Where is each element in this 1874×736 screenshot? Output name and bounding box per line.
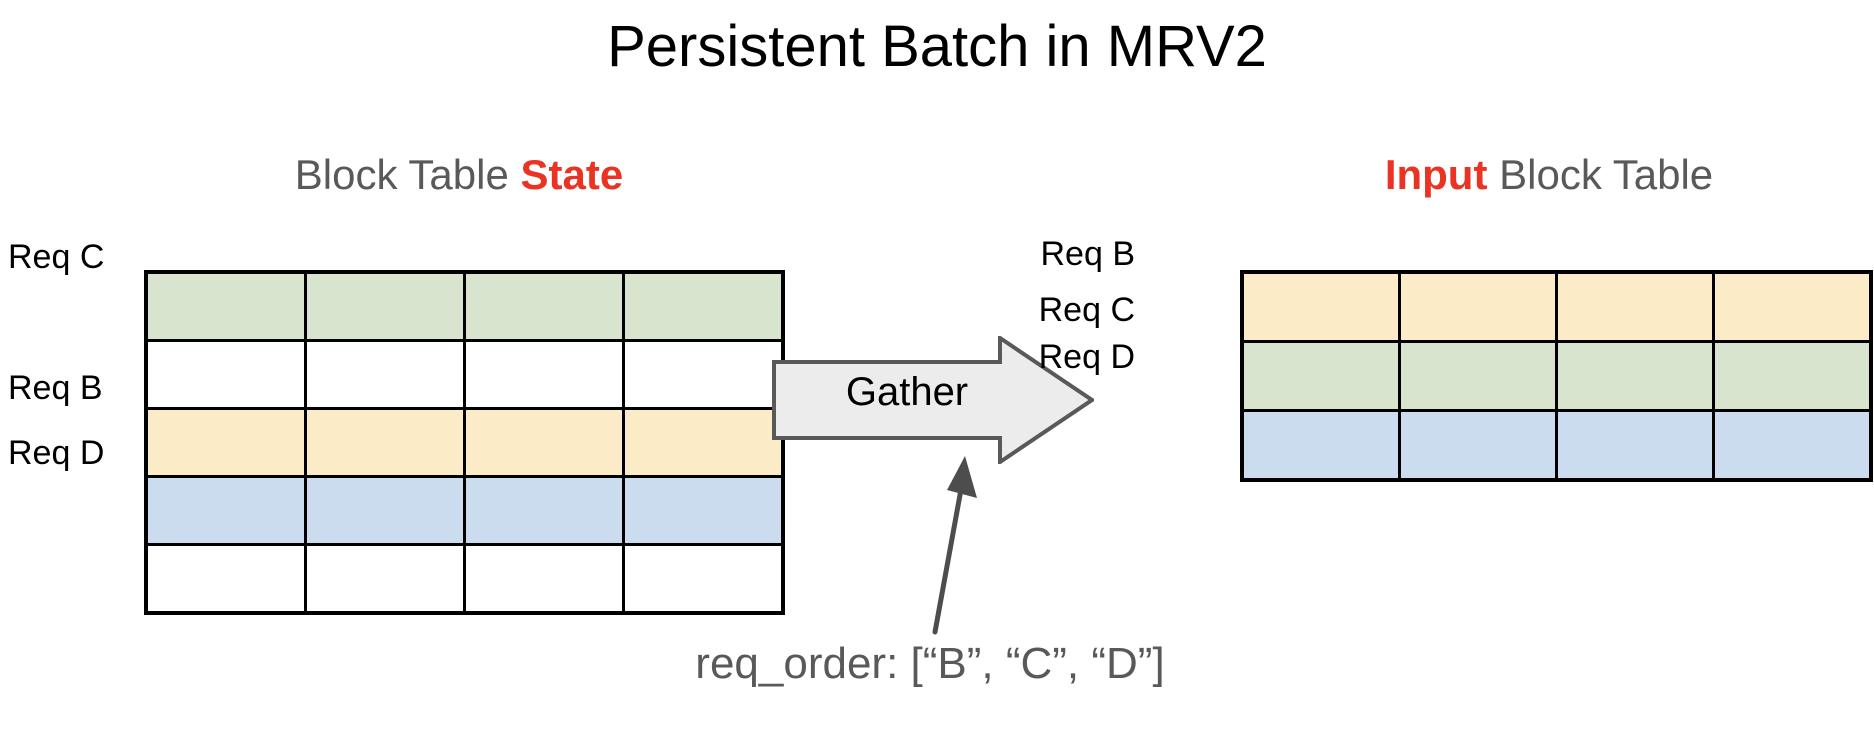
input-cell-r2c0: [1240, 409, 1401, 482]
right-row-label-req-d: Req D: [1038, 338, 1135, 376]
input-cell-r1c0: [1240, 340, 1401, 412]
gather-arrow-icon: [772, 336, 1094, 464]
block-table-state: [144, 270, 785, 615]
state-cell-r4c0: [144, 543, 307, 615]
input-cell-r2c2: [1555, 409, 1715, 482]
state-cell-r4c3: [622, 543, 785, 615]
left-row-label-req-c: Req C: [8, 238, 105, 276]
left-row-label-req-b: Req B: [8, 369, 103, 407]
table-row: [144, 407, 785, 478]
table-row: [144, 475, 785, 546]
state-cell-r3c3: [622, 475, 785, 546]
state-cell-r3c1: [304, 475, 466, 546]
input-cell-r0c1: [1398, 270, 1558, 343]
state-cell-r4c1: [304, 543, 466, 615]
input-cell-r0c0: [1240, 270, 1401, 343]
state-cell-r0c2: [463, 270, 625, 342]
state-cell-r4c2: [463, 543, 625, 615]
input-cell-r0c2: [1555, 270, 1715, 343]
gather-label: Gather: [845, 370, 969, 414]
table-row: [144, 339, 785, 410]
table-row: [1240, 270, 1873, 343]
state-cell-r0c0: [144, 270, 307, 342]
left-heading-accent: State: [520, 151, 624, 198]
page-title: Persistent Batch in MRV2: [607, 14, 1267, 79]
state-cell-r2c3: [622, 407, 785, 478]
table-row: [144, 270, 785, 342]
state-cell-r1c1: [304, 339, 466, 410]
input-cell-r1c1: [1398, 340, 1558, 412]
state-cell-r0c1: [304, 270, 466, 342]
state-cell-r1c3: [622, 339, 785, 410]
table-row: [1240, 340, 1873, 412]
req-order-caption: req_order: [“B”, “C”, “D”]: [695, 639, 1165, 688]
state-cell-r0c3: [622, 270, 785, 342]
left-heading-prefix: Block Table: [294, 151, 521, 198]
left-row-label-req-d: Req D: [8, 434, 105, 472]
state-cell-r3c0: [144, 475, 307, 546]
state-cell-r3c2: [463, 475, 625, 546]
req-order-pointer-arrow-icon: [932, 456, 977, 635]
right-row-label-req-b: Req B: [1040, 235, 1136, 273]
state-cell-r2c0: [144, 407, 307, 478]
right-heading-accent: Input: [1384, 151, 1488, 198]
input-cell-r1c2: [1555, 340, 1715, 412]
input-cell-r2c1: [1398, 409, 1558, 482]
left-panel-heading: Block Table State: [144, 151, 774, 198]
input-cell-r0c3: [1712, 270, 1873, 343]
right-panel-heading: Input Block Table: [1240, 151, 1858, 198]
state-cell-r2c1: [304, 407, 466, 478]
table-row: [1240, 409, 1873, 482]
state-cell-r2c2: [463, 407, 625, 478]
input-cell-r2c3: [1712, 409, 1873, 482]
input-cell-r1c3: [1712, 340, 1873, 412]
block-table-input: [1240, 270, 1873, 482]
table-row: [144, 543, 785, 615]
state-cell-r1c0: [144, 339, 307, 410]
right-heading-suffix: Block Table: [1487, 151, 1714, 198]
state-cell-r1c2: [463, 339, 625, 410]
right-row-label-req-c: Req C: [1038, 291, 1135, 329]
